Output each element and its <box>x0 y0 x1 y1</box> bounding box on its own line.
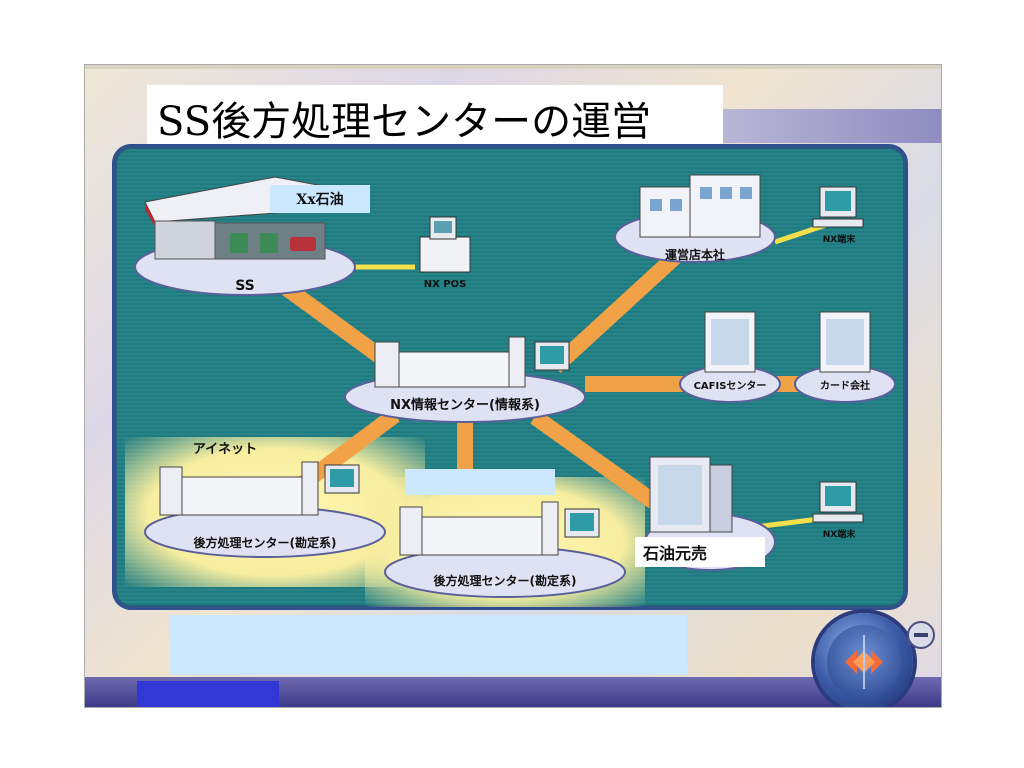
label-cafis: CAFISセンター <box>694 380 767 392</box>
network-diagram: Xx石油 SS NX POS 運営店本社 NX端末 NX情報センター(情報系) … <box>115 147 905 607</box>
previous-next-arrows-icon[interactable] <box>827 625 901 699</box>
bottom-blue-block <box>137 681 279 707</box>
title-box: SS後方処理センターの運営 <box>147 85 723 147</box>
label-oil-wholesaler: 石油元売 <box>642 544 707 563</box>
card-company-building-icon <box>819 311 871 373</box>
terminal-icon-bottom <box>812 481 864 523</box>
oil-company-tag-box <box>270 185 370 213</box>
label-oil-company: Xx石油 <box>296 191 343 208</box>
label-head-office: 運営店本社 <box>665 247 725 262</box>
nav-control[interactable] <box>815 613 913 707</box>
label-inet: アイネット <box>193 442 257 457</box>
server-rack-icon-left <box>159 461 360 516</box>
label-info-center: NX情報センター(情報系) <box>390 397 540 413</box>
cafis-building-icon <box>704 311 756 373</box>
label-nx-terminal-bottom: NX端末 <box>823 528 856 540</box>
wholesaler-building-icon <box>649 456 733 533</box>
label-backoffice-left: 後方処理センター(勘定系) <box>194 535 337 550</box>
labels: Xx石油 SS NX POS 運営店本社 NX端末 NX情報センター(情報系) … <box>193 185 870 588</box>
nav-inner <box>827 625 901 699</box>
server-rack-icon-info <box>374 336 570 388</box>
label-nx-terminal-top: NX端末 <box>823 233 856 245</box>
label-nx-pos: NX POS <box>424 279 467 290</box>
office-building-icon <box>639 174 761 238</box>
label-ss: SS <box>235 278 255 294</box>
terminal-icon-top <box>812 186 864 228</box>
label-backoffice-mid: 後方処理センター(勘定系) <box>434 573 577 588</box>
diagram-canvas: Xx石油 SS NX POS 運営店本社 NX端末 NX情報センター(情報系) … <box>134 174 896 598</box>
title-accent-bar <box>723 109 941 143</box>
server-rack-icon-mid <box>399 501 600 556</box>
page-title: SS後方処理センターの運営 <box>157 99 652 145</box>
label-card-company: カード会社 <box>820 379 870 392</box>
link-office-info <box>549 251 681 373</box>
top-stripe <box>85 65 941 69</box>
blank-label-box <box>405 469 555 495</box>
slide: SS後方処理センターの運営 <box>84 64 942 708</box>
wholesaler-tag-box <box>635 537 765 567</box>
caption-box <box>169 615 687 675</box>
minus-icon[interactable] <box>907 621 935 649</box>
pos-terminal-icon <box>419 216 471 273</box>
